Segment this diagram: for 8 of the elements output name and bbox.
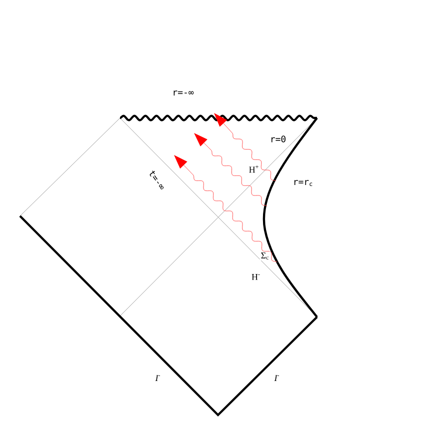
axis-label: r=r$_{c}$ [292, 178, 314, 188]
axis-label: I$^{-}$ [273, 374, 281, 382]
axis-label: H$^{+}$ [248, 164, 260, 174]
axis-label: H$^{-}$ [250, 273, 262, 281]
axis-label: Σ$_{c}$ [260, 252, 270, 260]
axis-label: I$^{-}$ [154, 374, 162, 382]
axis-label: r=-∞ [171, 89, 195, 96]
axis-label: r=0 [268, 134, 288, 144]
